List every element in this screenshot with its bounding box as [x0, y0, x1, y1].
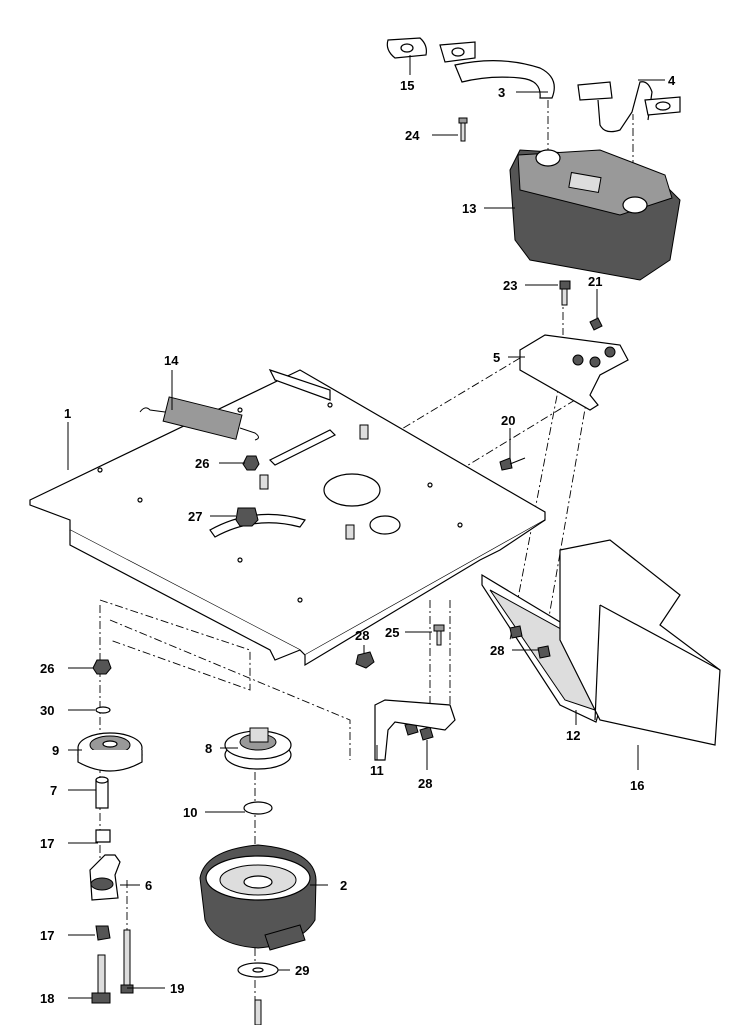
callout-4: 4: [668, 73, 676, 88]
callout-labels: 1 2 3 4 5 6 7 8 9 10 11 12 13 14 15 16 1…: [40, 73, 676, 1006]
callout-1: 1: [64, 406, 71, 421]
clutch-stack: [199, 727, 317, 1025]
callout-17b: 17: [40, 928, 54, 943]
callout-6: 6: [145, 878, 152, 893]
callout-12: 12: [566, 728, 580, 743]
callout-18: 18: [40, 991, 54, 1006]
callout-8: 8: [205, 741, 212, 756]
bracket-11: [374, 699, 456, 761]
deck-plate: [29, 368, 546, 667]
callout-9: 9: [52, 743, 59, 758]
callout-3: 3: [498, 85, 505, 100]
callout-14: 14: [164, 353, 179, 368]
callout-13: 13: [462, 201, 476, 216]
callout-2: 2: [340, 878, 347, 893]
callout-26b: 26: [40, 661, 54, 676]
callout-7: 7: [50, 783, 57, 798]
callout-15: 15: [400, 78, 414, 93]
callout-20: 20: [501, 413, 515, 428]
callout-24: 24: [405, 128, 420, 143]
exhaust-pipes: [386, 37, 681, 133]
callout-28b: 28: [490, 643, 504, 658]
callout-23: 23: [503, 278, 517, 293]
callout-27: 27: [188, 509, 202, 524]
callout-17a: 17: [40, 836, 54, 851]
callout-25: 25: [385, 625, 399, 640]
callout-19: 19: [170, 981, 184, 996]
muffler: [509, 149, 681, 281]
callout-30: 30: [40, 703, 54, 718]
muffler-bracket: [499, 280, 629, 471]
callout-26a: 26: [195, 456, 209, 471]
callout-16: 16: [630, 778, 644, 793]
callout-10: 10: [183, 805, 197, 820]
callout-5: 5: [493, 350, 500, 365]
callout-29: 29: [295, 963, 309, 978]
callout-28c: 28: [418, 776, 432, 791]
callout-11: 11: [370, 763, 384, 778]
leader-lines: [67, 55, 665, 999]
idler-stack: [77, 659, 143, 1004]
callout-21: 21: [588, 274, 602, 289]
bolt-24: [458, 117, 468, 142]
heat-shields: [481, 539, 721, 746]
plate-hardware: [235, 455, 260, 527]
spring: [139, 396, 259, 441]
callout-28a: 28: [355, 628, 369, 643]
nuts-28: [355, 624, 551, 741]
